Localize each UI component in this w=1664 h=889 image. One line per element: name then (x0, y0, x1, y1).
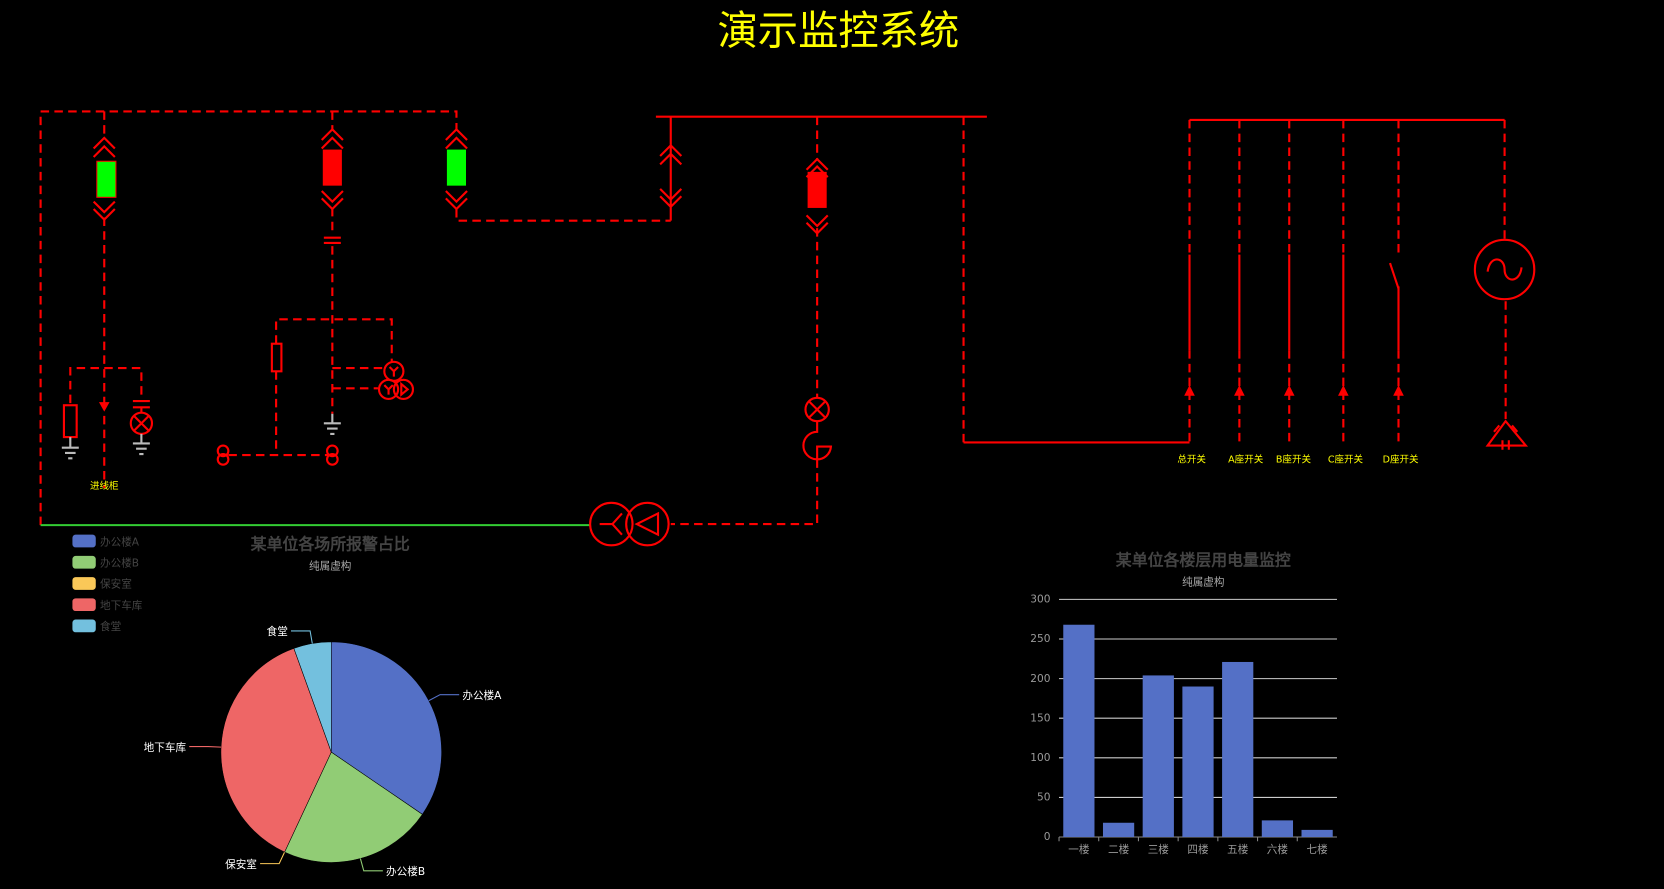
pie-label-line (260, 851, 286, 865)
pie-label: 地下车库 (144, 741, 187, 754)
bar (1222, 661, 1254, 838)
bar-subtitle: 纯属虚构 (1182, 576, 1224, 589)
y-tick-label: 300 (1030, 594, 1050, 606)
delta-capacitor-icon (1485, 419, 1529, 450)
x-tick-label: 三楼 (1148, 843, 1170, 856)
y-tick-label: 100 (1030, 752, 1050, 764)
pie-label-line (428, 694, 460, 702)
switch-label-main: 总开关 (1177, 454, 1206, 466)
breaker-4[interactable] (807, 171, 827, 208)
lamp-icon (129, 411, 154, 435)
pie-slice (293, 641, 332, 753)
legend-swatch (72, 577, 96, 590)
y-tick-label: 150 (1030, 712, 1050, 724)
open-switch-icon[interactable] (1389, 262, 1400, 289)
pie-label-line (359, 858, 383, 872)
y-tick-label: 0 (1044, 831, 1051, 843)
pie-label: 办公楼A (462, 689, 502, 702)
fuse-icon (270, 342, 283, 373)
pie-slice (331, 641, 442, 815)
switch-label-c: C座开关 (1328, 454, 1364, 466)
legend-label: 办公楼A (100, 535, 140, 548)
legend-label: 保安室 (100, 578, 132, 591)
incoming-cabinet-label: 进线柜 (90, 480, 119, 492)
transformer-branch (589, 116, 833, 547)
breaker-3[interactable] (446, 149, 467, 186)
bar (1102, 822, 1135, 838)
main-transformer-icon (589, 501, 670, 547)
page-title: 演示监控系统 (717, 8, 959, 55)
legend-label: 地下车库 (100, 599, 143, 612)
current-transformer-icon (802, 421, 833, 461)
switch-label-a: A座开关 (1228, 454, 1264, 466)
x-tick-label: 四楼 (1187, 843, 1209, 856)
y-tick-label: 250 (1030, 633, 1050, 645)
pie-label-line (189, 746, 222, 748)
pie-title: 某单位各场所报警占比 (251, 535, 410, 554)
resistor-icon (62, 404, 78, 439)
incoming-cabinet-branch: 进线柜 (61, 111, 154, 492)
bar (1301, 829, 1333, 838)
legend-swatch (72, 555, 96, 569)
x-tick-label: 一楼 (1068, 843, 1090, 856)
x-tick-label: 五楼 (1227, 843, 1249, 856)
y-tick-label: 200 (1030, 673, 1050, 685)
bar-title: 某单位各楼层用电量监控 (1116, 550, 1291, 569)
arrow-icon (98, 402, 110, 412)
bar (1063, 624, 1095, 838)
pie-label: 办公楼B (386, 865, 425, 878)
ac-generator-icon (1473, 238, 1536, 301)
lamp-icon (804, 396, 830, 423)
x-tick-label: 七楼 (1307, 843, 1329, 856)
legend-swatch (72, 534, 96, 548)
switch-label-b: B座开关 (1276, 454, 1312, 466)
bar (1142, 675, 1174, 838)
pie-slice (284, 751, 423, 863)
legend-label: 办公楼B (100, 556, 139, 569)
switchboard: 总开关 A座开关 B座开关 C座开关 D座开关 (1177, 118, 1536, 466)
breaker-2[interactable] (322, 149, 342, 186)
legend-label: 食堂 (100, 620, 121, 633)
x-tick-label: 二楼 (1108, 843, 1130, 856)
switch-label-d: D座开关 (1383, 454, 1419, 466)
pie-subtitle: 纯属虚构 (309, 560, 351, 573)
pt-transformer-icon (377, 360, 415, 400)
legend-swatch (72, 619, 96, 633)
x-tick-label: 六楼 (1267, 843, 1289, 856)
power-bar-chart: 某单位各楼层用电量监控 纯属虚构 0 50 100 150 200 250 300 一楼 二楼 三… (1030, 550, 1337, 856)
pie-slice (220, 648, 332, 853)
pie-label: 食堂 (267, 625, 288, 638)
legend-swatch (72, 598, 96, 612)
y-tick-label: 50 (1037, 792, 1051, 804)
bar (1182, 686, 1214, 838)
pie-label: 保安室 (225, 858, 257, 871)
bar (1261, 820, 1294, 838)
breaker-1[interactable] (96, 160, 117, 198)
single-line-diagram: 进线柜 (39, 110, 1536, 547)
pt-branch (216, 111, 415, 466)
tie-branch (445, 116, 683, 222)
pie-label-line (291, 630, 313, 644)
